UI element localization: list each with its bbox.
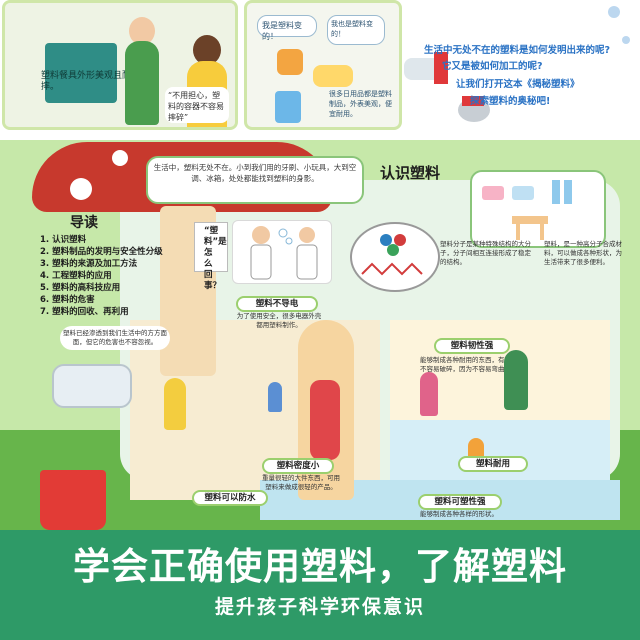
toughness-text: 能够制成各种耐用的东西，有些塑料不容易破碎，因为不容易弯曲折断。 <box>420 356 524 373</box>
toc-item: 1. 认识塑料 <box>40 235 87 245</box>
label-waterproof: 塑料可以防水 <box>192 490 268 506</box>
child-toy-figure <box>268 382 282 412</box>
boy-head <box>129 17 155 45</box>
speech-bubble-right: 我也是塑料变的！ <box>327 15 385 45</box>
label-durable: 塑料耐用 <box>458 456 528 472</box>
label-toughness: 塑料韧性强 <box>434 338 510 354</box>
intro-text: 生活中，塑料无处不在。小到我们用的牙刷、小玩具，大到空调、冰箱，处处都能找到塑料… <box>153 163 357 183</box>
bottom-banner <box>0 530 640 640</box>
molecule-illustration <box>361 234 423 276</box>
toc-item: 6. 塑料的危害 <box>40 295 95 305</box>
toc-item: 7. 塑料的回收、再利用 <box>40 307 129 317</box>
label-insulation: 塑料不导电 <box>236 296 318 312</box>
density-text: 重量很轻的大件东西，可用塑料来做成很轻的产品。 <box>262 474 340 491</box>
speech-bubble-left: 我是塑料变的！ <box>257 15 317 41</box>
toothbrush-cup-icon <box>275 91 301 123</box>
banner-subtitle: 提升孩子科学环保意识 <box>214 596 425 618</box>
thumbnail-caption: 塑料餐具外形美观且耐摔。 <box>41 71 132 92</box>
harm-note: 塑料已经渗透到我们生活中的方方面面，但它的危害也不容忽视。 <box>60 326 170 350</box>
insulation-text: 为了使用安全，很多电器外壳都用塑料制作。 <box>236 312 322 329</box>
teacher-head <box>193 35 221 65</box>
plasticity-text: 能够制成各种各样的形状。 <box>420 510 498 518</box>
label-plasticity: 塑料可塑性强 <box>418 494 502 510</box>
toc-item: 2. 塑料制品的发明与安全性分级 <box>40 247 163 257</box>
question-card <box>194 222 228 272</box>
girl-figure <box>420 372 438 416</box>
plastic-items-box <box>470 170 606 248</box>
intro-panel <box>146 156 364 204</box>
water-bottle <box>52 364 132 408</box>
red-bucket <box>40 470 106 530</box>
blackboard <box>45 43 117 103</box>
plastic-items-illustration <box>482 180 572 240</box>
promo-line-4: 探索塑料的奥秘吧! <box>470 96 551 107</box>
boy-figure <box>125 41 159 125</box>
molecule-text: 塑料分子是某种特殊结构的大分子，分子间相互连接形成了稳定的结构。 <box>440 240 531 266</box>
promo-line-2: 它又是被如何加工的呢? <box>442 61 543 72</box>
plastic-cup-icon <box>277 49 303 75</box>
plastic-definition-text: 塑料，是一种高分子合成材料，可以做成各种形状，为生活带来了很多便利。 <box>544 240 622 266</box>
preview-thumbnail-classroom: 塑料餐具外形美观且耐摔。 “不用担心，塑料的容器不容易摔碎” <box>2 0 238 130</box>
preview-thumbnail-items: 我是塑料变的！ 我也是塑料变的！ 很多日用品都是塑料制品，外表美观，便宜耐用。 <box>244 0 402 130</box>
thumbnail-caption: 很多日用品都是塑料制品，外表美观，便宜耐用。 <box>329 90 392 118</box>
mushroom-dot <box>70 178 92 200</box>
scientist-lab-scene <box>232 220 332 284</box>
child-raincoat-figure <box>164 378 186 430</box>
mushroom-dot <box>112 150 128 166</box>
speech-bubble: “不用担心，塑料的容器不容易摔碎” <box>165 87 229 123</box>
promo-line-3: 让我们打开这本《揭秘塑料》 <box>456 79 580 90</box>
toc-item: 5. 塑料的高科技应用 <box>40 283 121 293</box>
bottle-illustration <box>404 6 630 122</box>
label-density: 塑料密度小 <box>262 458 334 474</box>
banner-title: 学会正确使用塑料，了解塑料 <box>73 545 567 588</box>
question-card-text: “塑料”是怎么回事？ <box>204 226 227 291</box>
promo-panel <box>404 0 640 130</box>
plastic-toy-icon <box>313 65 353 87</box>
scientist-illustration <box>250 226 318 280</box>
toc-title: 导读 <box>70 215 98 231</box>
mother-figure <box>504 350 528 410</box>
section-title: 认识塑料 <box>380 164 441 182</box>
toc-list: 1. 认识塑料 2. 塑料制品的发明与安全性分级 3. 塑料的来源及加工方法 4… <box>40 234 180 318</box>
promo-line-1: 生活中无处不在的塑料是如何发明出来的呢? <box>424 45 611 56</box>
toc-item: 3. 塑料的来源及加工方法 <box>40 259 138 269</box>
toc-item: 4. 工程塑料的应用 <box>40 271 112 281</box>
molecule-diagram <box>350 222 440 292</box>
red-stripe <box>310 380 340 460</box>
